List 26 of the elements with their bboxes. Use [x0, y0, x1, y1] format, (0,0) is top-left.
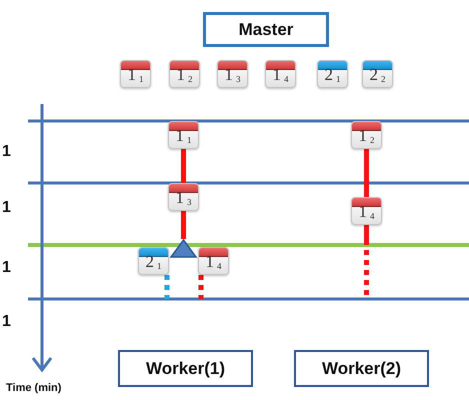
- connector-line: [181, 149, 186, 183]
- time-unit-label: 1: [2, 143, 11, 161]
- task-tile: 1$_{1}$: [120, 60, 151, 88]
- connector-line: [181, 211, 186, 239]
- axis-title: Time (min): [6, 382, 62, 394]
- dotted-line: [164, 275, 170, 299]
- task-tile: 1$_{2}$: [351, 121, 382, 149]
- task-tile: 2$_{2}$: [362, 60, 393, 88]
- dotted-line: [198, 275, 204, 299]
- task-tile: 1$_{4}$: [351, 197, 382, 225]
- task-tile: 1$_{1}$: [168, 121, 199, 149]
- time-unit-label: 1: [2, 313, 11, 331]
- task-tile: 1$_{4}$: [198, 247, 229, 275]
- worker-box: Worker(1): [118, 350, 253, 387]
- task-tile: 1$_{3}$: [217, 60, 248, 88]
- task-tile: 2$_{1}$: [317, 60, 348, 88]
- task-tile: 1$_{3}$: [168, 183, 199, 211]
- worker-box: Worker(2): [294, 350, 429, 387]
- task-tile: 1$_{4}$: [265, 60, 296, 88]
- master-box: Master: [203, 12, 329, 47]
- time-unit-label: 1: [2, 199, 11, 217]
- connector-line: [364, 149, 369, 197]
- task-tile: 2$_{1}$: [138, 247, 169, 275]
- time-unit-label: 1: [2, 259, 11, 277]
- task-tile: 1$_{2}$: [169, 60, 200, 88]
- triangle-marker: [170, 239, 197, 258]
